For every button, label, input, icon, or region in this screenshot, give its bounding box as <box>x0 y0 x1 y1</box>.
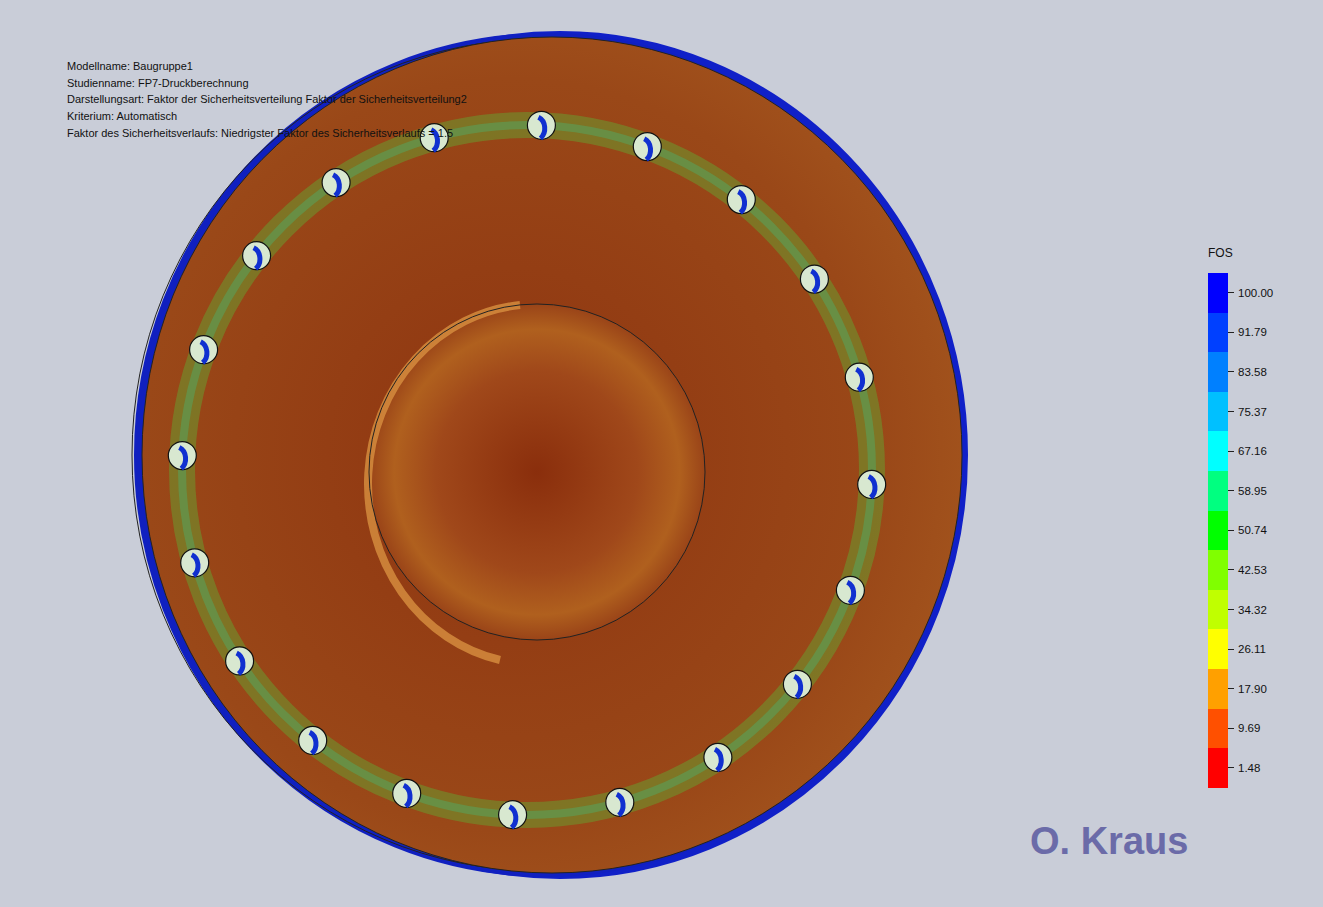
legend-value: 75.37 <box>1238 406 1267 418</box>
bolt-hole <box>704 743 732 771</box>
bolt-hole-shade <box>310 732 316 753</box>
bolt-hole-shade <box>510 807 516 828</box>
bolt-hole <box>606 788 634 816</box>
color-bar: 100.00 91.79 83.58 75.37 67.16 58.95 50.74 42.5… <box>1208 273 1273 788</box>
legend-row: 26.11 <box>1208 629 1273 669</box>
bolt-hole <box>393 779 421 807</box>
bolt-hole <box>190 336 218 364</box>
legend-swatch <box>1208 352 1228 392</box>
legend-swatch <box>1208 590 1228 630</box>
bolt-hole-shade <box>869 476 875 497</box>
legend-swatch <box>1208 748 1228 788</box>
bolt-hole-shade <box>192 555 198 576</box>
bolt-hole <box>783 670 811 698</box>
bolt-hole-shade <box>617 794 623 815</box>
legend-row: 34.32 <box>1208 590 1273 630</box>
header-line: Faktor des Sicherheitsverlaufs: Niedrigs… <box>67 125 467 142</box>
legend-value: 26.11 <box>1238 643 1266 655</box>
bolt-hole <box>499 801 527 829</box>
legend-tick <box>1228 728 1234 729</box>
bolt-hole-shade <box>738 192 744 213</box>
bolt-hole-shade <box>644 139 650 160</box>
legend-tick <box>1228 688 1234 689</box>
bolt-hole <box>836 576 864 604</box>
legend-row: 50.74 <box>1208 511 1273 551</box>
legend-value: 91.79 <box>1238 326 1267 338</box>
bolt-hole <box>633 133 661 161</box>
legend-swatch <box>1208 431 1228 471</box>
legend-title: FOS <box>1208 246 1233 260</box>
legend-swatch <box>1208 669 1228 709</box>
legend-row: 9.69 <box>1208 709 1273 749</box>
legend-row: 91.79 <box>1208 313 1273 353</box>
bolt-hole <box>299 726 327 754</box>
legend-value: 83.58 <box>1238 366 1267 378</box>
bolt-hole <box>527 111 555 139</box>
legend-tick <box>1228 649 1234 650</box>
bolt-hole <box>243 242 271 270</box>
legend-swatch <box>1208 550 1228 590</box>
legend-row: 100.00 <box>1208 273 1273 313</box>
legend-row: 83.58 <box>1208 352 1273 392</box>
legend-swatch <box>1208 273 1228 313</box>
bolt-hole <box>168 442 196 470</box>
legend-swatch <box>1208 709 1228 749</box>
bolt-hole-shade <box>333 175 339 196</box>
legend-value: 100.00 <box>1238 287 1273 299</box>
bolt-hole-shade <box>237 653 243 674</box>
bolt-hole-shade <box>404 785 410 806</box>
bolt-hole-shade <box>254 248 260 269</box>
bolt-hole <box>800 265 828 293</box>
legend-row: 42.53 <box>1208 550 1273 590</box>
bolt-hole-shade <box>715 749 721 770</box>
legend-tick <box>1228 371 1234 372</box>
bolt-hole <box>181 549 209 577</box>
bolt-hole-shade <box>847 582 853 603</box>
header-line: Kriterium: Automatisch <box>67 108 467 125</box>
header-line: Studienname: FP7-Druckberechnung <box>67 75 467 92</box>
bolt-hole-shade <box>856 369 862 390</box>
legend-tick <box>1228 767 1234 768</box>
bolt-hole <box>858 470 886 498</box>
bolt-hole <box>727 186 755 214</box>
legend-tick <box>1228 451 1234 452</box>
legend-tick <box>1228 332 1234 333</box>
legend-tick <box>1228 411 1234 412</box>
header-line: Darstellungsart: Faktor der Sicherheitsv… <box>67 91 467 108</box>
bolt-hole <box>226 647 254 675</box>
bolt-hole-shade <box>538 117 544 138</box>
legend-row: 1.48 <box>1208 748 1273 788</box>
legend-value: 34.32 <box>1238 604 1267 616</box>
legend-swatch <box>1208 511 1228 551</box>
legend-value: 50.74 <box>1238 524 1267 536</box>
bolt-hole <box>845 363 873 391</box>
legend-value: 58.95 <box>1238 485 1267 497</box>
legend-value: 67.16 <box>1238 445 1267 457</box>
legend-swatch <box>1208 629 1228 669</box>
legend-row: 17.90 <box>1208 669 1273 709</box>
header-line: Modellname: Baugruppe1 <box>67 58 467 75</box>
bolt-hole-shade <box>794 676 800 697</box>
legend-swatch <box>1208 313 1228 353</box>
legend-tick <box>1228 530 1234 531</box>
bolt-hole-shade <box>179 448 185 469</box>
legend-tick <box>1228 490 1234 491</box>
author-watermark: O. Kraus <box>1030 820 1188 863</box>
legend-tick <box>1228 569 1234 570</box>
legend-value: 9.69 <box>1238 722 1260 734</box>
legend-value: 42.53 <box>1238 564 1267 576</box>
legend-swatch <box>1208 471 1228 511</box>
legend-row: 58.95 <box>1208 471 1273 511</box>
legend-tick <box>1228 292 1234 293</box>
legend-value: 17.90 <box>1238 683 1267 695</box>
legend-row: 75.37 <box>1208 392 1273 432</box>
legend-swatch <box>1208 392 1228 432</box>
legend-tick <box>1228 609 1234 610</box>
bolt-hole-shade <box>811 271 817 292</box>
legend-value: 1.48 <box>1238 762 1260 774</box>
bolt-hole <box>322 169 350 197</box>
bolt-hole-shade <box>201 342 207 363</box>
legend-row: 67.16 <box>1208 431 1273 471</box>
study-header: Modellname: Baugruppe1Studienname: FP7-D… <box>67 58 467 142</box>
